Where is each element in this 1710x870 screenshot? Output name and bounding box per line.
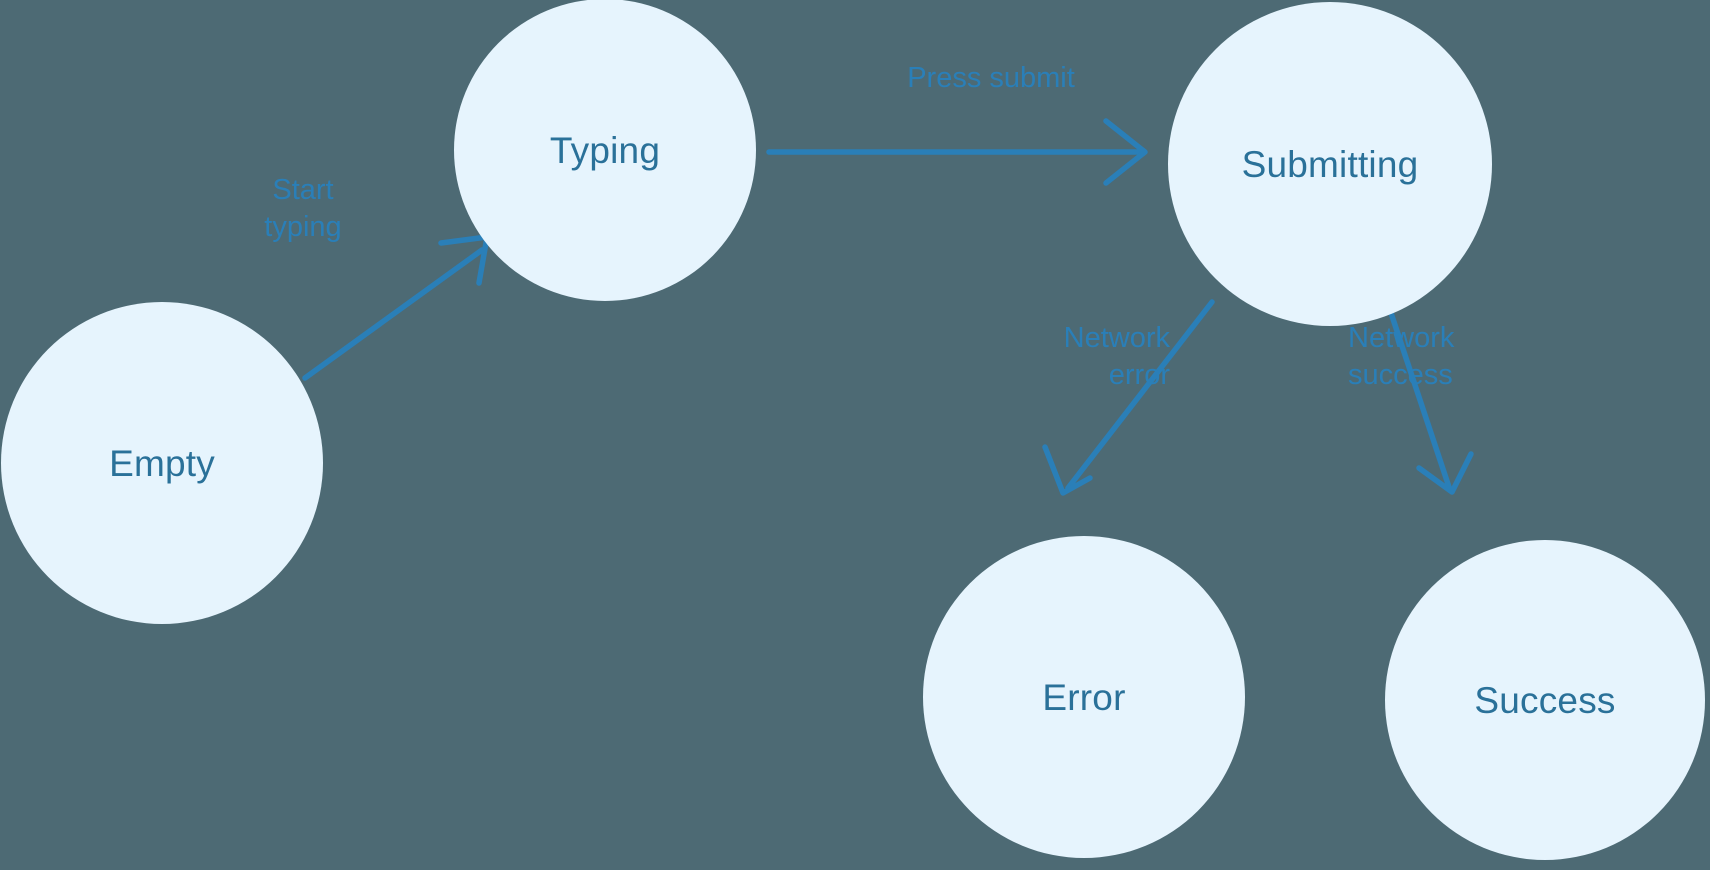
state-node-label: Typing xyxy=(549,129,661,171)
state-node-label: Error xyxy=(1042,676,1126,718)
state-node-submitting[interactable]: Submitting xyxy=(1168,2,1492,326)
state-node-success[interactable]: Success xyxy=(1385,540,1705,860)
edge-empty-to-typing xyxy=(302,234,490,381)
edge-submitting-to-success xyxy=(1385,301,1474,495)
state-node-label: Submitting xyxy=(1241,143,1419,185)
state-node-label: Empty xyxy=(109,442,215,484)
edge-typing-to-submitting xyxy=(766,118,1148,186)
state-node-label: Success xyxy=(1474,679,1616,721)
state-node-typing[interactable]: Typing xyxy=(454,0,756,301)
state-node-empty[interactable]: Empty xyxy=(1,302,323,624)
edge-label-press-submit: Press submit xyxy=(907,62,1075,94)
edge-label-start-typing: Start typing xyxy=(264,174,342,244)
state-node-error[interactable]: Error xyxy=(923,536,1245,858)
edge-submitting-to-error xyxy=(1042,299,1215,496)
edge-label-network-success: Network success xyxy=(1348,322,1455,392)
edge-label-network-error: Network error xyxy=(1063,322,1170,392)
